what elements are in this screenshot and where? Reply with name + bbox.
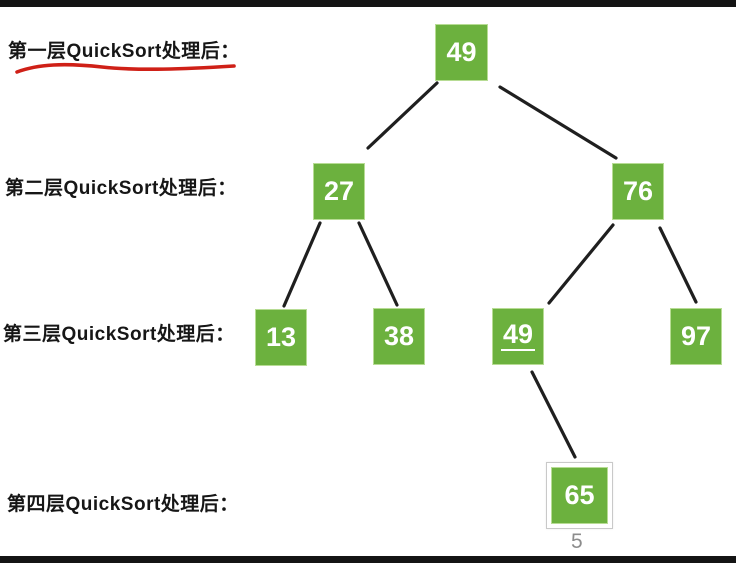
node-value: 27 — [323, 176, 355, 206]
node-value: 97 — [680, 321, 712, 351]
label-level-1: 第一层QuickSort处理后： — [8, 41, 240, 62]
node-value: 38 — [383, 321, 415, 351]
node-value: 65 — [564, 480, 595, 510]
tree-node-13: 13 — [255, 309, 307, 366]
node-value: 49 — [446, 37, 477, 67]
tree-node-76: 76 — [612, 163, 664, 220]
edge-root-76 — [498, 85, 618, 160]
node-value-underlined: 49 — [500, 318, 536, 351]
tree-node-65: 65 — [551, 467, 608, 524]
tree-node-27: 27 — [313, 163, 365, 220]
tree-node-65-highlight-frame: 65 — [546, 462, 613, 529]
node-value: 76 — [622, 176, 654, 206]
bottom-letterbox-bar — [0, 556, 736, 563]
label-level-3: 第三层QuickSort处理后： — [3, 324, 235, 345]
label-level-2: 第二层QuickSort处理后： — [5, 178, 237, 199]
node-value: 13 — [265, 322, 297, 352]
edge-76-49 — [547, 223, 615, 305]
edge-root-27 — [366, 81, 439, 150]
edge-27-38 — [357, 221, 399, 307]
tree-node-97: 97 — [670, 308, 722, 365]
top-letterbox-bar — [0, 0, 736, 7]
page-number: 5 — [571, 530, 583, 553]
edge-27-13 — [282, 221, 322, 308]
tree-node-38: 38 — [373, 308, 425, 365]
tree-node-root-49: 49 — [435, 24, 488, 81]
edge-76-97 — [658, 226, 698, 304]
edge-49-65 — [530, 370, 577, 459]
label-level-4: 第四层QuickSort处理后： — [7, 494, 239, 515]
tree-node-49-pivot: 49 — [492, 308, 544, 365]
